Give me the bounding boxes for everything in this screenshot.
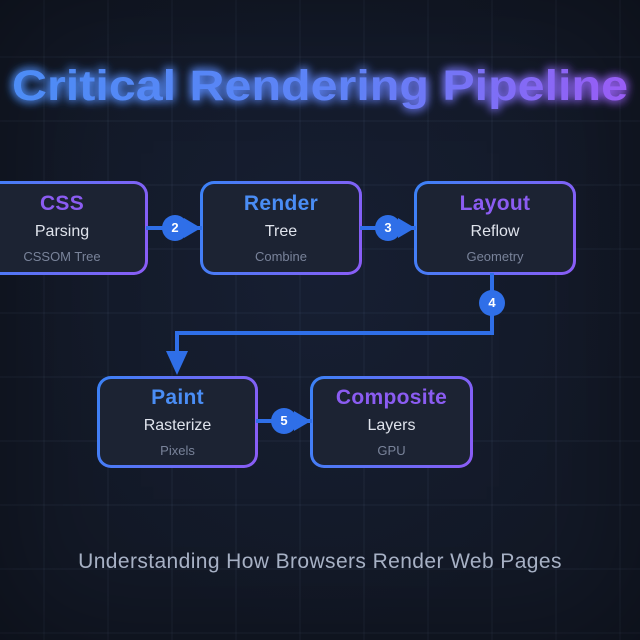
node-paint-subtitle: Rasterize [143,417,212,434]
node-layout-title: Layout [459,192,531,215]
node-render-title: Render [243,192,319,215]
node-render: Render Tree Combine [200,181,362,275]
arrow-down-icon [166,351,188,375]
node-layout-detail: Geometry [466,249,524,264]
node-css-detail: CSSOM Tree [23,249,101,264]
arrow-right-icon [184,218,201,238]
node-composite-detail: GPU [377,443,406,458]
page-title: Critical Rendering Pipeline [12,62,628,110]
step-badge-3: 3 [375,215,401,241]
arrow-right-icon [398,218,415,238]
node-composite: Composite Layers GPU [310,376,473,468]
node-composite-title: Composite [335,386,448,409]
arrow-right-icon [294,411,311,431]
node-render-subtitle: Tree [264,223,298,240]
node-render-detail: Combine [254,249,308,264]
node-layout-subtitle: Reflow [470,223,520,240]
step-badge-2: 2 [162,215,188,241]
step-badge-5: 5 [271,408,297,434]
page-title-graphic: Critical Rendering Pipeline [12,62,628,110]
node-paint-detail: Pixels [160,443,195,458]
page-subtitle: Understanding How Browsers Render Web Pa… [78,550,562,573]
node-paint: Paint Rasterize Pixels [97,376,258,468]
node-composite-subtitle: Layers [367,417,416,434]
node-layout: Layout Reflow Geometry [414,181,576,275]
connector-paint-entry [175,331,179,353]
node-css-subtitle: Parsing [34,223,90,240]
connector-layout-paint [175,331,494,335]
step-badge-4: 4 [479,290,505,316]
node-css-title: CSS [39,192,85,215]
node-paint-title: Paint [151,386,204,409]
node-css: CSS Parsing CSSOM Tree [0,181,148,275]
